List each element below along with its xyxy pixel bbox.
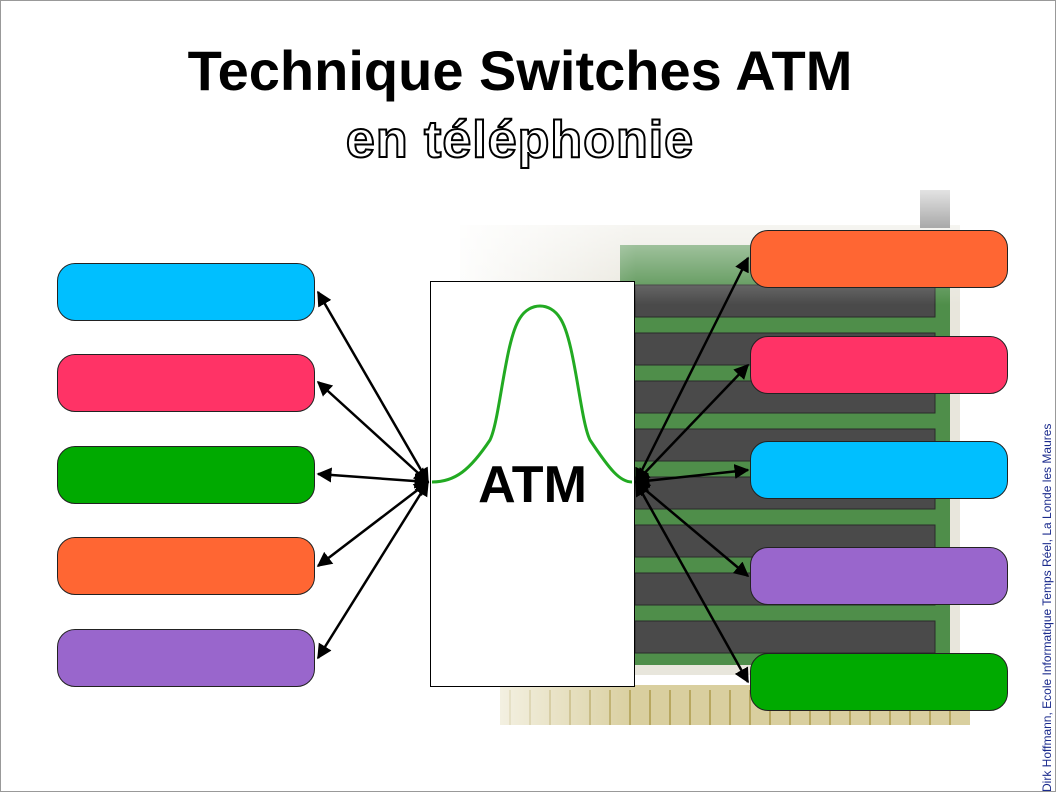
right-box-1	[750, 230, 1008, 288]
arrow-left-2	[316, 380, 430, 484]
author-credit: Dirk Hoffmann, Ecole Informatique Temps …	[1040, 423, 1054, 792]
arrow-left-3	[316, 467, 430, 489]
bell-curve	[431, 304, 633, 484]
left-box-2	[57, 354, 315, 412]
left-box-1	[57, 263, 315, 321]
arrow-left-5	[316, 480, 430, 660]
arrow-right-2	[634, 363, 750, 484]
arrow-right-3	[634, 463, 750, 489]
left-box-5	[57, 629, 315, 687]
right-box-2	[750, 336, 1008, 394]
arrow-right-1	[634, 256, 750, 484]
atm-switch-panel	[430, 281, 635, 687]
right-box-5	[750, 653, 1008, 711]
right-box-4	[750, 547, 1008, 605]
arrow-right-5	[634, 480, 750, 684]
slide-subtitle: en téléphonie	[345, 110, 695, 170]
left-box-4	[57, 537, 315, 595]
arrow-right-4	[634, 481, 750, 577]
atm-label: ATM	[478, 456, 587, 514]
right-box-3	[750, 441, 1008, 499]
arrow-left-4	[316, 481, 430, 567]
slide-title: Technique Switches ATM	[187, 39, 853, 102]
left-box-3	[57, 446, 315, 504]
arrow-left-1	[316, 290, 430, 484]
